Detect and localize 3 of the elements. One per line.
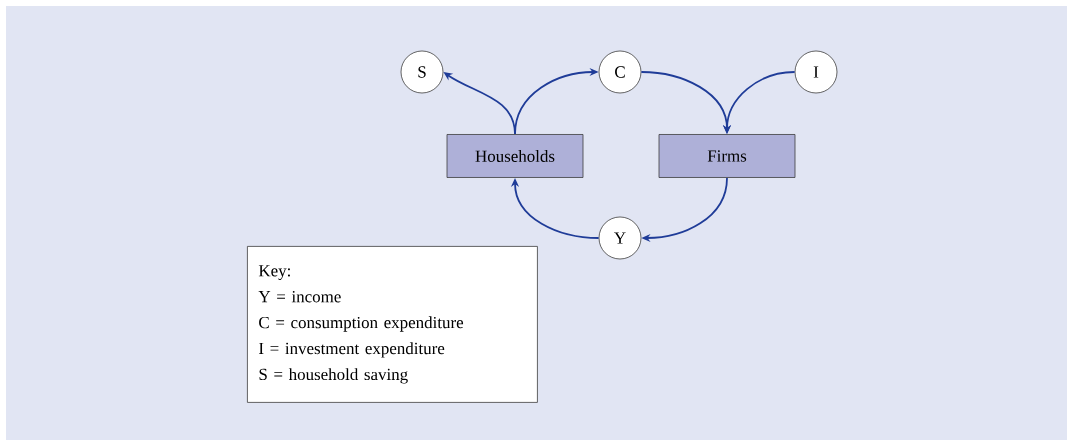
key-box: Key: Y = income C = consumption expenditure I = investment expenditure S = household saving — [247, 246, 538, 403]
sector-box: Households — [446, 134, 584, 178]
sector-box: Firms — [658, 134, 796, 178]
